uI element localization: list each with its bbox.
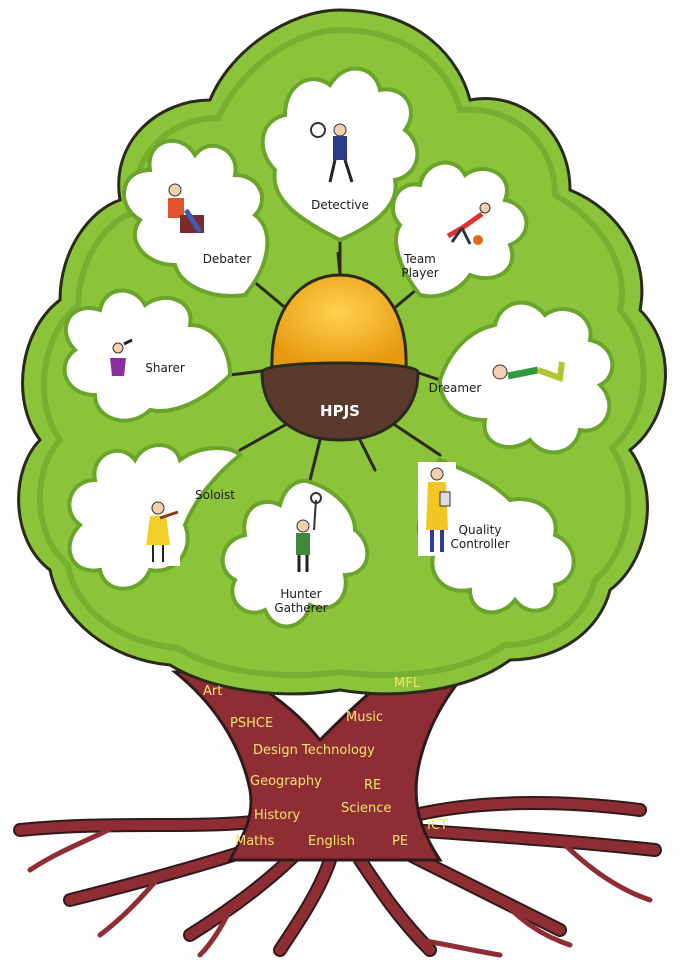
- subject-maths: Maths: [235, 834, 275, 849]
- figure-team-player: [438, 198, 494, 250]
- subject-pe: PE: [392, 834, 409, 849]
- subject-mfl: MFL: [394, 676, 420, 691]
- figure-sharer: [106, 336, 133, 388]
- subject-english: English: [308, 834, 355, 849]
- figure-detective: [310, 118, 364, 183]
- leaf-label-detective: Detective: [311, 198, 369, 212]
- leaf-label-hunter-gatherer: Hunter Gatherer: [274, 587, 328, 615]
- figure-debater: [160, 180, 210, 242]
- leaf-sharer: [62, 288, 233, 423]
- figure-hunter-gatherer: [290, 492, 324, 576]
- subject-science: Science: [341, 801, 392, 816]
- trunk: [170, 658, 479, 862]
- acorn-cap: [260, 361, 420, 442]
- leaf-label-debater: Debater: [202, 252, 252, 266]
- leaf-label-dreamer: Dreamer: [428, 381, 482, 395]
- figure-quality-controller: [418, 462, 456, 556]
- leaf-label-team-player: Team Player: [401, 252, 439, 280]
- figure-dreamer: [484, 350, 570, 390]
- subject-history: History: [254, 808, 301, 823]
- leaf-label-sharer: Sharer: [145, 361, 185, 375]
- subject-music: Music: [346, 710, 383, 725]
- center-label: HPJS: [320, 402, 360, 420]
- leaf-label-quality-controller: Quality Controller: [450, 523, 510, 551]
- subject-design-technology: Design Technology: [253, 743, 375, 758]
- acorn: [260, 251, 420, 442]
- leaf-label-soloist: Soloist: [195, 488, 235, 502]
- subject-pshce: PSHCE: [230, 716, 274, 731]
- subject-geography: Geography: [250, 774, 322, 789]
- subject-art: Art: [203, 684, 223, 699]
- subject-ict: ICT: [427, 818, 448, 833]
- figure-soloist: [140, 494, 180, 566]
- subject-re: RE: [364, 778, 382, 793]
